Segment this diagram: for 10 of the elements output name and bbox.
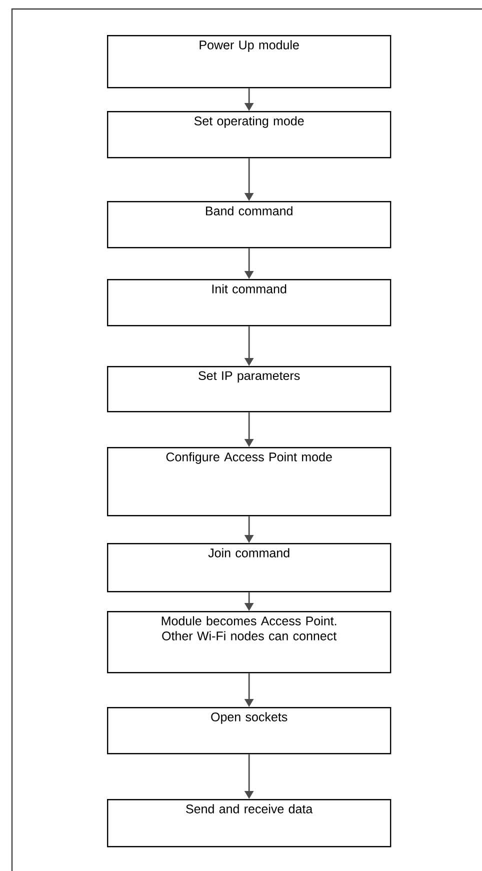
process-box: Join command bbox=[107, 543, 392, 592]
process-box: Set operating mode bbox=[107, 111, 392, 158]
process-box: Init command bbox=[107, 279, 392, 326]
process-box: Configure Access Point mode bbox=[107, 447, 392, 516]
process-box: Send and receive data bbox=[107, 799, 392, 848]
process-box: Set IP parameters bbox=[107, 366, 392, 412]
process-box: Module becomes Access Point. Other Wi-Fi nodes can connect bbox=[107, 611, 392, 674]
process-box: Power Up module bbox=[107, 35, 392, 88]
process-box: Band command bbox=[107, 201, 392, 248]
process-box: Open sockets bbox=[107, 707, 392, 754]
